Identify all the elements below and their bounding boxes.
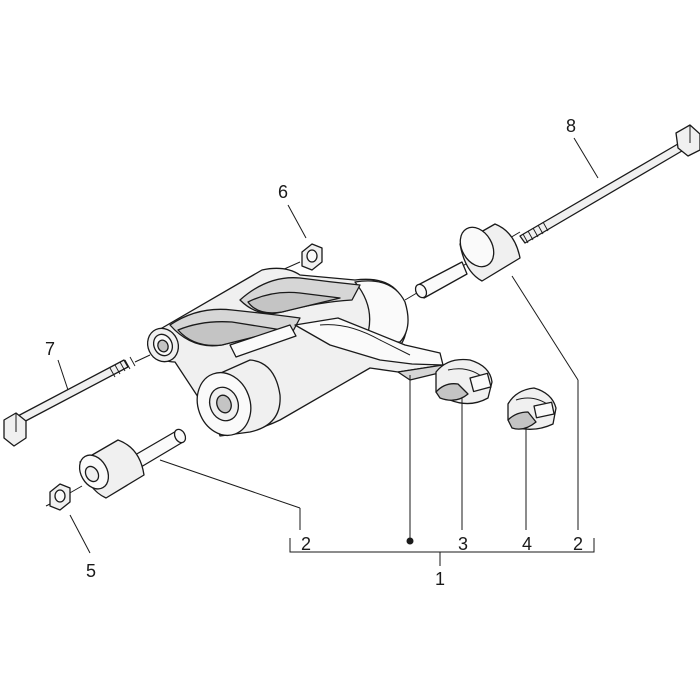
bushing-4[interactable] <box>507 387 557 430</box>
swing-arm-casting[interactable] <box>142 267 444 443</box>
callout-2-left: 2 <box>301 534 311 554</box>
leader-lines <box>57 137 599 566</box>
callout-2-right: 2 <box>573 534 583 554</box>
leader-fork-dot <box>406 537 414 545</box>
leader-8 <box>573 137 599 179</box>
bolt-8-shank <box>519 140 688 244</box>
swing-arm-pivot-boss <box>354 280 409 343</box>
leader-5 <box>69 514 91 554</box>
callout-4: 4 <box>522 534 532 554</box>
callout-5: 5 <box>86 561 96 581</box>
bolt-8[interactable] <box>404 124 700 301</box>
assembly-bracket <box>289 538 595 553</box>
leader-2-left-a <box>159 459 301 509</box>
bushing-3[interactable] <box>435 358 493 405</box>
bolt-7[interactable] <box>3 354 151 447</box>
nut-6[interactable] <box>281 243 323 271</box>
callouts: 8 6 7 5 2 3 4 2 1 <box>45 116 583 589</box>
silent-block-2-right[interactable] <box>413 221 521 299</box>
bolt-8-thread <box>522 221 549 244</box>
silent-block-2-left[interactable] <box>74 427 188 499</box>
callout-8: 8 <box>566 116 576 136</box>
leader-2-right-a <box>511 275 579 381</box>
leader-7 <box>57 359 69 391</box>
callout-7: 7 <box>45 339 55 359</box>
bolt-7-thread <box>109 356 136 378</box>
callout-1: 1 <box>435 569 445 589</box>
bolt-7-head <box>3 412 27 447</box>
leader-6 <box>287 204 307 239</box>
nut-5[interactable] <box>45 483 83 511</box>
callout-3: 3 <box>458 534 468 554</box>
callout-6: 6 <box>278 182 288 202</box>
